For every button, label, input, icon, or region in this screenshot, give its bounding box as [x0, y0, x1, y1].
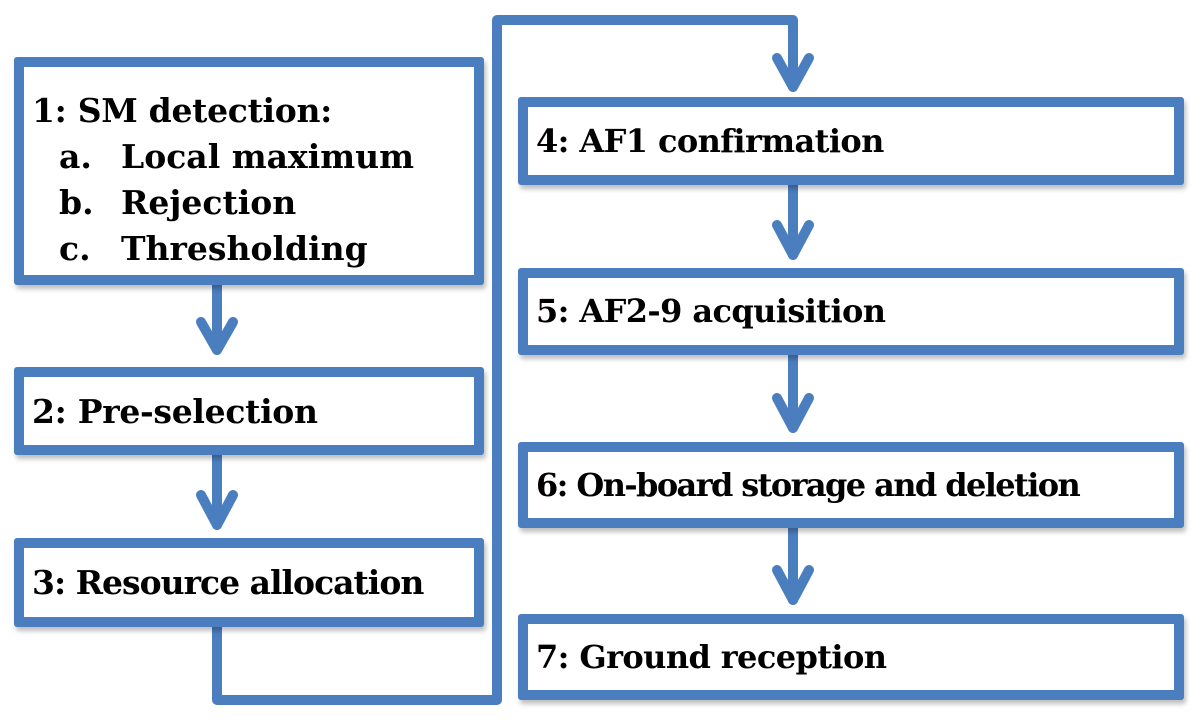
substep-c: c. Thresholding	[32, 226, 474, 272]
substep-a-marker: a.	[59, 137, 92, 176]
step-5-label: 5: AF2-9 acquisition	[536, 292, 886, 330]
arrow-3-to-4	[212, 15, 814, 705]
arrow-4-to-5	[772, 180, 814, 260]
step-7-box: 7: Ground reception	[518, 614, 1184, 700]
step-5-box: 5: AF2-9 acquisition	[518, 268, 1184, 355]
arrow-1-to-2	[196, 280, 238, 355]
step-6-label: 6: On-board storage and deletion	[536, 465, 1081, 504]
step-3-box: 3: Resource allocation	[14, 538, 484, 627]
arrow-5-to-6	[772, 350, 814, 433]
substep-a-text: Local maximum	[121, 137, 415, 176]
step-4-box: 4: AF1 confirmation	[518, 97, 1184, 185]
step-2-label: 2: Pre-selection	[32, 391, 318, 431]
substep-a: a. Local maximum	[32, 134, 474, 180]
substep-b-text: Rejection	[121, 183, 297, 222]
substep-b-marker: b.	[59, 183, 94, 222]
substep-c-marker: c.	[59, 229, 91, 268]
arrow-2-to-3	[196, 450, 238, 530]
step-2-box: 2: Pre-selection	[14, 367, 484, 455]
step-1-box: 1: SM detection: a. Local maximum b. Rej…	[14, 57, 484, 285]
step-6-box: 6: On-board storage and deletion	[518, 442, 1184, 528]
step-7-label: 7: Ground reception	[536, 637, 887, 676]
step-4-label: 4: AF1 confirmation	[536, 121, 884, 160]
arrow-6-to-7	[772, 523, 814, 605]
step-3-label: 3: Resource allocation	[32, 563, 424, 602]
substep-b: b. Rejection	[32, 180, 474, 226]
step-1-label: 1: SM detection:	[32, 91, 333, 130]
substep-c-text: Thresholding	[121, 229, 368, 268]
